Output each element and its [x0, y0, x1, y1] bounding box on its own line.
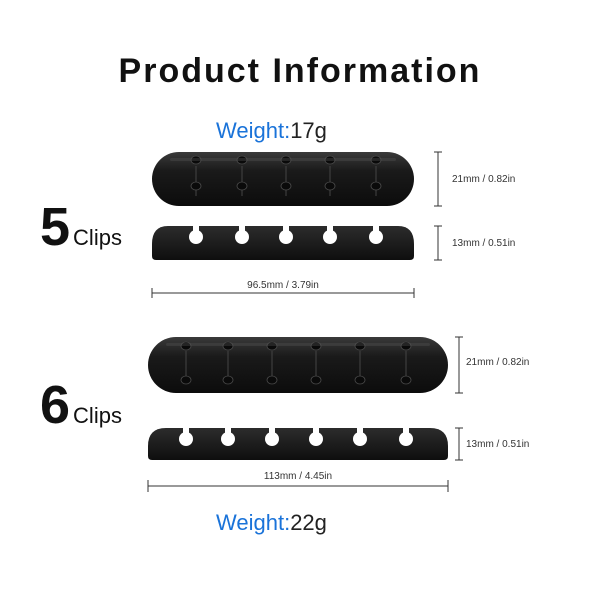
clip-count-number: 6	[40, 375, 71, 435]
weight-label: Weight:	[216, 118, 291, 143]
clip-side-view-6	[148, 426, 448, 460]
height-bottom-5: 13mm / 0.51in	[452, 238, 516, 249]
weight-6-clips: Weight:22g	[216, 510, 327, 536]
clip-top-view-5	[152, 152, 414, 206]
page-title: Product Information	[118, 52, 482, 90]
height-top-6: 21mm / 0.82in	[466, 357, 530, 368]
weight-label: Weight:	[216, 510, 291, 535]
weight-value: 17g	[290, 118, 327, 143]
weight-5-clips: Weight:17g	[216, 118, 327, 144]
length-6: 113mm / 4.45in	[263, 471, 333, 482]
weight-value: 22g	[290, 510, 327, 535]
clip-side-view-5	[152, 224, 414, 260]
dimension-lines-6	[147, 336, 463, 492]
clip-count-label: Clips	[73, 225, 122, 250]
clip-count-label: Clips	[73, 403, 122, 428]
height-bottom-6: 13mm / 0.51in	[466, 439, 530, 450]
height-top-5: 21mm / 0.82in	[452, 174, 516, 185]
dimension-lines-5	[151, 151, 442, 298]
clip-top-view-6	[148, 337, 448, 393]
clip-count-number: 5	[40, 197, 71, 257]
length-5: 96.5mm / 3.79in	[247, 280, 319, 291]
